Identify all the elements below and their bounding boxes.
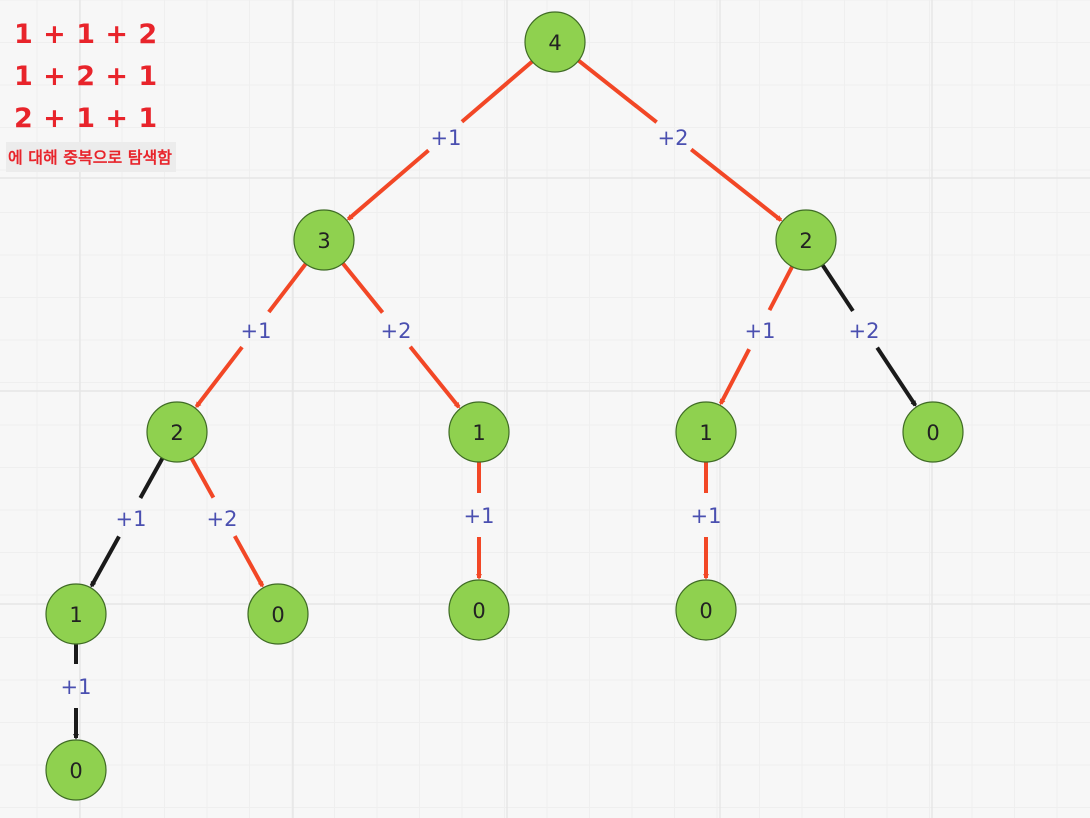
edge-arrow [346,148,430,221]
duplicate-caption: 에 대해 중복으로 탐색함 [6,142,176,172]
node-circle [448,579,510,641]
edge-line [189,457,216,499]
node-label: 0 [69,759,82,783]
node-label: 2 [799,229,812,253]
tree-edge: +1 [691,462,722,580]
tree-edges: +1 +2 +1 +2 +1 +2 +1 +2 +1 +1 +1 [61,59,918,740]
node-circle [247,583,309,645]
node-label: 2 [170,421,183,445]
edge-line [767,265,794,312]
node-label: 0 [271,603,284,627]
tree-node: 0 [448,579,510,641]
tree-edge: +2 [820,263,918,407]
node-label: 0 [926,421,939,445]
node-label: 1 [699,421,712,445]
tree-edge: +1 [464,462,495,580]
edge-line [138,457,165,500]
edge-label: +1 [431,126,462,150]
edge-arrow [689,147,783,222]
node-circle [524,11,586,73]
node-circle [675,401,737,463]
edge-label: +2 [849,319,880,343]
duplicate-notes: 1 + 1 + 2 1 + 2 + 1 2 + 1 + 1 에 대해 중복으로 … [6,14,176,172]
edge-arrow [89,535,121,588]
edge-label: +2 [658,126,689,150]
node-label: 3 [317,229,330,253]
edge-arrow [875,346,918,407]
node-circle [293,209,355,271]
combo-line: 1 + 1 + 2 [14,19,158,50]
combo-line: 1 + 2 + 1 [14,61,158,92]
edge-line [460,60,534,124]
node-circle [45,739,107,801]
tree-edge: +1 [346,60,534,221]
edge-line [341,262,385,314]
node-label: 4 [548,31,561,55]
node-label: 0 [699,599,712,623]
edge-arrow [194,345,244,409]
tree-edge: +1 [89,457,165,588]
node-label: 1 [69,603,82,627]
tree-node: 0 [902,401,964,463]
tree-node: 0 [247,583,309,645]
tree-node: 4 [524,11,586,73]
edge-line [577,59,658,124]
edge-label: +1 [116,507,147,531]
tree-node: 2 [775,209,837,271]
edge-label: +2 [381,319,412,343]
tree-node: 1 [675,401,737,463]
tree-node: 3 [293,209,355,271]
edge-label: +1 [241,319,272,343]
edge-arrow [408,345,461,409]
edge-label: +1 [745,319,776,343]
edge-line [820,263,855,313]
combo-line: 2 + 1 + 1 [14,103,158,134]
tree-nodes: 4 3 2 2 1 1 0 1 0 0 0 0 [45,11,964,801]
edge-label: +1 [464,504,495,528]
node-label: 1 [472,421,485,445]
tree-edge: +1 [719,265,794,406]
node-circle [448,401,510,463]
tree-edge: +2 [577,59,783,222]
node-circle [146,401,208,463]
edge-arrow [719,348,751,406]
edge-label: +2 [207,507,238,531]
tree-node: 1 [45,583,107,645]
edge-label: +1 [61,675,92,699]
tree-edge: +1 [61,644,92,740]
edge-label: +1 [691,504,722,528]
tree-edge: +2 [189,457,265,588]
node-circle [45,583,107,645]
tree-edge: +1 [194,262,308,409]
edge-arrow [233,535,265,588]
node-circle [775,209,837,271]
node-circle [675,579,737,641]
tree-node: 2 [146,401,208,463]
edge-line [267,262,308,314]
node-label: 0 [472,599,485,623]
node-circle [902,401,964,463]
tree-node: 1 [448,401,510,463]
tree-edge: +2 [341,262,461,409]
tree-node: 0 [675,579,737,641]
tree-node: 0 [45,739,107,801]
